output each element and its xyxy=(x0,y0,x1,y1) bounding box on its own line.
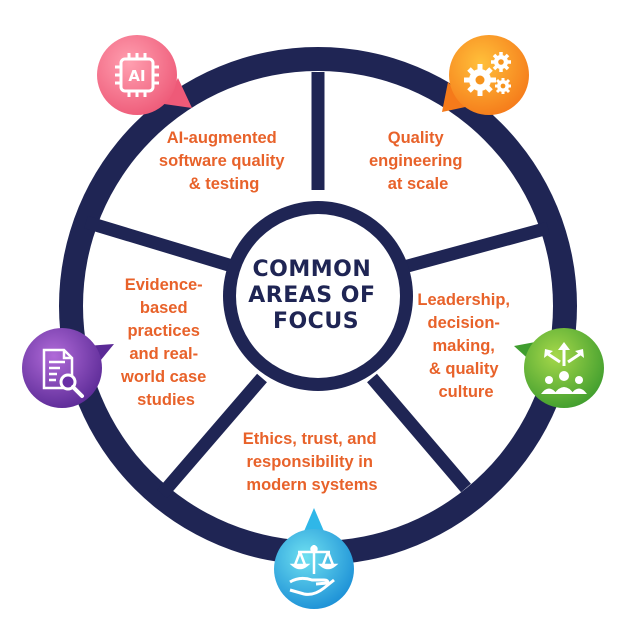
ai-badge-circle xyxy=(97,35,177,115)
evidence-badge-circle xyxy=(22,328,102,408)
segment-label-leadership-line-1: Leadership, xyxy=(417,291,510,309)
segment-label-evidence-line-5: world case xyxy=(120,368,206,386)
document-search-icon xyxy=(42,348,84,398)
ethics-badge xyxy=(274,508,354,609)
segment-label-leadership-line-4: & quality xyxy=(429,360,499,378)
segment-label-quality: Quality engineering at scale xyxy=(369,129,467,193)
decision-team-icon xyxy=(541,342,587,394)
ethics-badge-pointer xyxy=(302,508,326,536)
spoke-right xyxy=(402,221,550,274)
segment-label-ethics-line-3: modern systems xyxy=(246,476,377,494)
spoke-lower-right xyxy=(367,373,471,493)
segment-label-evidence-line-4: and real- xyxy=(129,345,198,363)
quality-badge xyxy=(442,35,529,115)
ai-badge: AI xyxy=(97,35,192,115)
center-title-line-2: AREAS OF xyxy=(248,283,375,308)
segment-label-evidence-line-2: based xyxy=(140,299,188,317)
segment-label-ethics-line-2: responsibility in xyxy=(246,453,373,471)
center-title-line-1: COMMON xyxy=(253,257,372,282)
center-hub-face xyxy=(236,214,400,378)
segment-label-ethics-line-1: Ethics, trust, and xyxy=(243,430,377,448)
ai-chip-icon xyxy=(115,53,159,97)
segment-label-evidence-line-6: studies xyxy=(137,391,195,409)
segment-label-quality-line-1: Quality xyxy=(388,129,445,147)
ai-chip-label: AI xyxy=(128,67,145,85)
center-title: COMMON AREAS OF FOCUS xyxy=(248,257,383,334)
evidence-badge xyxy=(22,328,114,408)
segment-label-leadership-line-5: culture xyxy=(438,383,493,401)
segment-label-leadership: Leadership, decision- making, & quality … xyxy=(417,291,514,401)
spoke-left xyxy=(84,215,234,273)
segment-label-evidence: Evidence- based practices and real- worl… xyxy=(120,276,211,409)
segment-label-quality-line-2: engineering xyxy=(369,152,463,170)
leadership-badge xyxy=(514,328,604,408)
segment-label-quality-line-3: at scale xyxy=(388,175,449,193)
spokes xyxy=(84,72,550,499)
segment-label-ai: AI-augmented software quality & testing xyxy=(159,129,289,193)
scales-hand-icon xyxy=(289,545,339,596)
segment-label-ai-line-1: AI-augmented xyxy=(167,129,277,147)
segment-label-leadership-line-2: decision- xyxy=(427,314,499,332)
segment-label-ai-line-2: software quality xyxy=(159,152,285,170)
gears-icon xyxy=(464,52,511,96)
leadership-badge-circle xyxy=(524,328,604,408)
segment-label-leadership-line-3: making, xyxy=(433,337,495,355)
segment-label-evidence-line-3: practices xyxy=(127,322,199,340)
segment-label-evidence-line-1: Evidence- xyxy=(125,276,203,294)
segment-label-ethics: Ethics, trust, and responsibility in mod… xyxy=(243,430,381,494)
spoke-lower-left xyxy=(157,373,267,499)
segment-label-ai-line-3: & testing xyxy=(189,175,260,193)
ai-badge-pointer xyxy=(164,78,192,108)
center-title-line-3: FOCUS xyxy=(273,309,359,334)
